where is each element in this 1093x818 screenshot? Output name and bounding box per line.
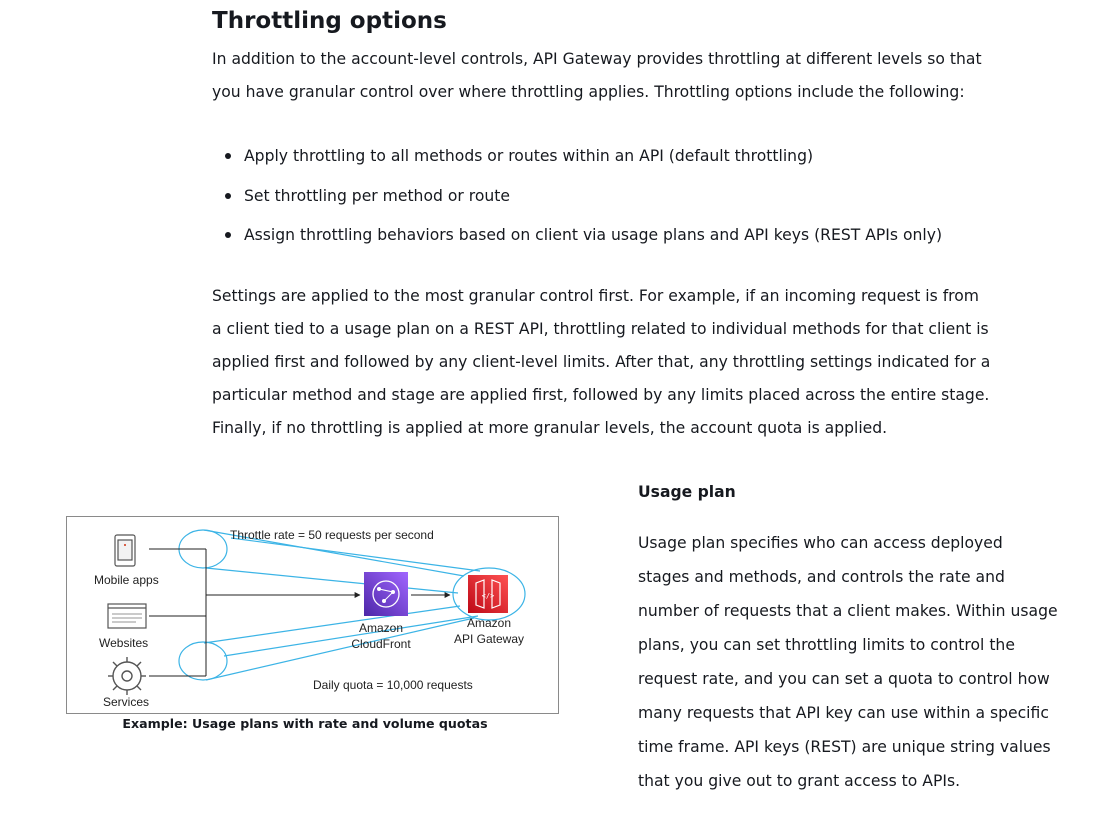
client-label-services: Services <box>103 695 149 709</box>
website-icon <box>107 603 147 629</box>
intro-paragraph: In addition to the account-level control… <box>212 50 982 101</box>
list-item: Set throttling per method or route <box>212 178 942 218</box>
cloudfront-label-line2: CloudFront <box>351 637 411 651</box>
list-item: Assign throttling behaviors based on cli… <box>212 217 942 257</box>
gear-icon <box>108 657 146 695</box>
settings-paragraph: Settings are applied to the most granula… <box>212 287 991 437</box>
daily-quota-label: Daily quota = 10,000 requests <box>313 678 473 692</box>
api-gateway-icon: </> <box>468 575 508 613</box>
throttle-rate-label: Throttle rate = 50 requests per second <box>230 528 434 542</box>
throttling-options-list: Apply throttling to all methods or route… <box>212 138 942 257</box>
section-title: Throttling options <box>212 8 447 34</box>
quota-highlights <box>178 529 526 681</box>
cloudfront-icon <box>364 572 408 616</box>
client-label-websites: Websites <box>99 636 148 650</box>
diagram-caption: Example: Usage plans with rate and volum… <box>122 716 488 731</box>
cloudfront-label-line1: Amazon <box>359 621 403 635</box>
mobile-device-icon <box>114 534 136 567</box>
svg-text:</>: </> <box>482 592 495 600</box>
api-gateway-label-line2: API Gateway <box>454 632 524 646</box>
usage-plan-heading: Usage plan <box>638 483 736 501</box>
usage-plan-text: Usage plan specifies who can access depl… <box>638 534 1058 790</box>
client-label-mobile: Mobile apps <box>94 573 159 587</box>
list-item: Apply throttling to all methods or route… <box>212 138 942 178</box>
api-gateway-label-line1: Amazon <box>467 616 511 630</box>
usage-plan-diagram: Mobile apps Websites Services <box>66 516 560 715</box>
connector-lines <box>149 548 451 677</box>
